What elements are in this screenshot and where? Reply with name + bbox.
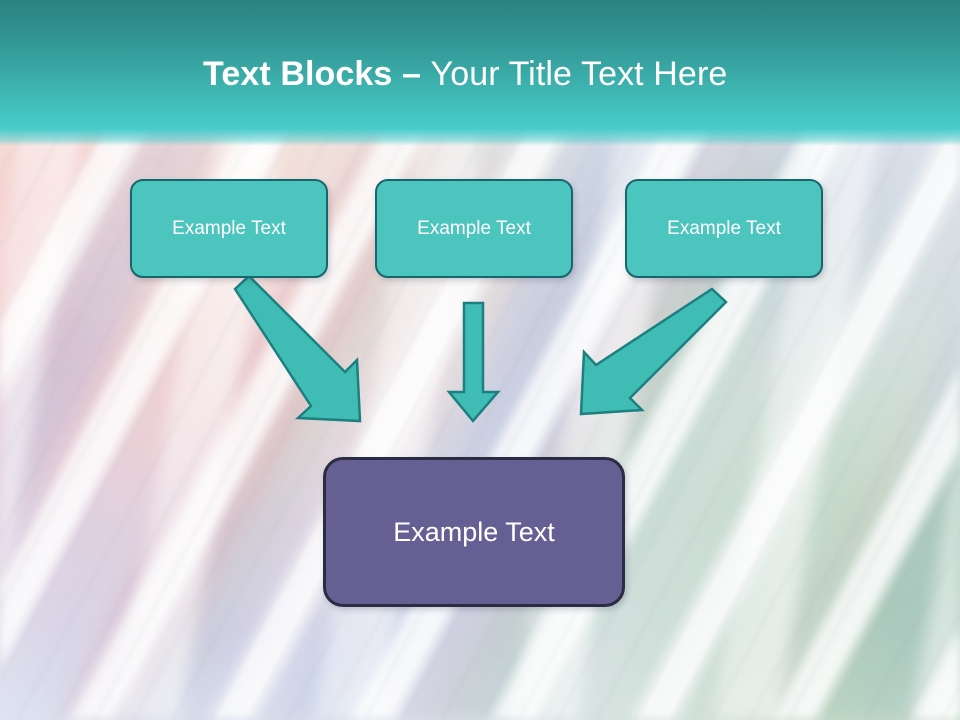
bottom-node[interactable]: Example Text — [323, 457, 625, 607]
top-node-1[interactable]: Example Text — [130, 179, 328, 278]
top-node-2[interactable]: Example Text — [375, 179, 573, 278]
arrow-middle-vertical-icon — [446, 301, 501, 423]
bottom-node-label: Example Text — [393, 516, 555, 547]
title-banner — [0, 0, 960, 146]
arrow-left-diagonal-icon — [233, 274, 362, 423]
top-node-3[interactable]: Example Text — [625, 179, 823, 278]
top-node-1-label: Example Text — [172, 217, 286, 239]
arrow-right-diagonal-icon — [579, 287, 728, 416]
page-title-bold: Text Blocks — [203, 55, 402, 93]
page-title-separator: – — [401, 55, 431, 93]
page-title: Text Blocks – Your Title Text Here — [203, 52, 727, 96]
page-title-regular: Your Title Text Here — [430, 55, 728, 93]
top-node-3-label: Example Text — [667, 217, 781, 239]
top-node-2-label: Example Text — [417, 217, 531, 239]
